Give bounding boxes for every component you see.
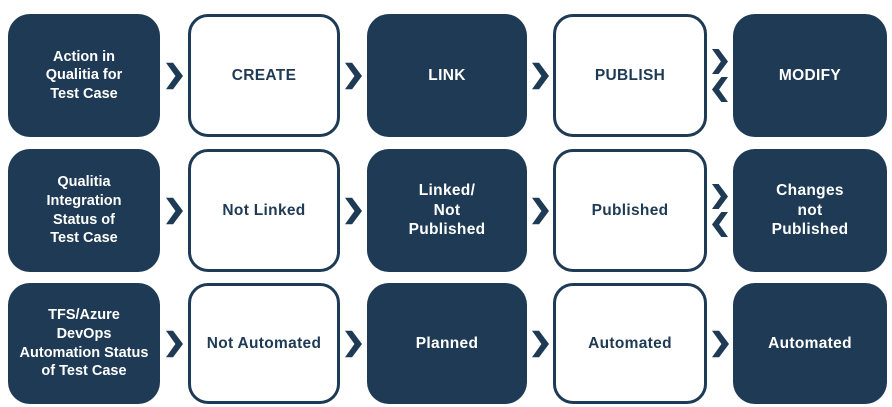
automation-status-label-text: TFS/Azure DevOps Automation Status of Te… (19, 307, 149, 380)
automated-final-box-text: Automated (768, 334, 852, 352)
linked-not-published-box: Linked/ Not Published (367, 149, 527, 272)
arrow-cell (340, 149, 367, 272)
arrow-cell (160, 149, 188, 272)
right-chevron-icon (165, 197, 183, 224)
automated-final-box: Automated (733, 283, 887, 404)
right-chevron-icon (165, 330, 183, 357)
right-chevron-icon (345, 330, 362, 357)
not-linked-box-text: Not Linked (222, 201, 306, 219)
automated-box: Automated (553, 283, 707, 404)
not-automated-box: Not Automated (188, 283, 340, 404)
right-chevron-icon (712, 49, 728, 74)
integration-status-label-text: Qualitia Integration Status of Test Case (46, 174, 122, 247)
left-chevron-icon (712, 77, 728, 102)
modify-box-text: MODIFY (778, 66, 842, 84)
automation-status-label-box: TFS/Azure DevOps Automation Status of Te… (8, 283, 160, 404)
arrow-cell (527, 283, 553, 404)
double-arrow-cell (707, 14, 733, 137)
modify-box: MODIFY (733, 14, 887, 137)
arrow-cell (527, 149, 553, 272)
planned-box: Planned (367, 283, 527, 404)
link-box: LINK (367, 14, 527, 137)
not-linked-box: Not Linked (188, 149, 340, 272)
diagram-row-integration-status: Qualitia Integration Status of Test Case… (8, 149, 892, 272)
link-box-text: LINK (428, 66, 466, 84)
create-box: CREATE (188, 14, 340, 137)
published-box-text: Published (591, 201, 669, 219)
changes-not-published-box: Changes not Published (733, 149, 887, 272)
changes-not-published-box-text: Changes not Published (771, 181, 849, 239)
right-chevron-icon (712, 184, 728, 209)
create-box-text: CREATE (231, 66, 297, 84)
left-chevron-icon (712, 212, 728, 237)
right-chevron-icon (531, 197, 549, 224)
right-chevron-icon (531, 62, 549, 89)
double-arrow-cell (707, 149, 733, 272)
not-automated-box-text: Not Automated (206, 334, 322, 352)
arrow-cell (340, 283, 367, 404)
planned-box-text: Planned (415, 334, 479, 352)
arrow-cell (707, 283, 733, 404)
right-chevron-icon (711, 330, 729, 357)
arrow-cell (160, 14, 188, 137)
stage-label-box: Action in Qualitia for Test Case (8, 14, 160, 137)
publish-box-text: PUBLISH (594, 66, 666, 84)
right-chevron-icon (165, 62, 183, 89)
diagram-row-automation-status: TFS/Azure DevOps Automation Status of Te… (8, 283, 892, 404)
integration-status-label-box: Qualitia Integration Status of Test Case (8, 149, 160, 272)
linked-not-published-box-text: Linked/ Not Published (408, 181, 486, 239)
arrow-cell (527, 14, 553, 137)
right-chevron-icon (345, 62, 362, 89)
diagram-row-action: Action in Qualitia for Test Case CREATE … (8, 14, 892, 137)
arrow-cell (160, 283, 188, 404)
arrow-cell (340, 14, 367, 137)
publish-box: PUBLISH (553, 14, 707, 137)
right-chevron-icon (345, 197, 362, 224)
right-chevron-icon (531, 330, 549, 357)
published-box: Published (553, 149, 707, 272)
automated-box-text: Automated (588, 334, 672, 352)
stage-label-text: Action in Qualitia for Test Case (45, 48, 123, 102)
